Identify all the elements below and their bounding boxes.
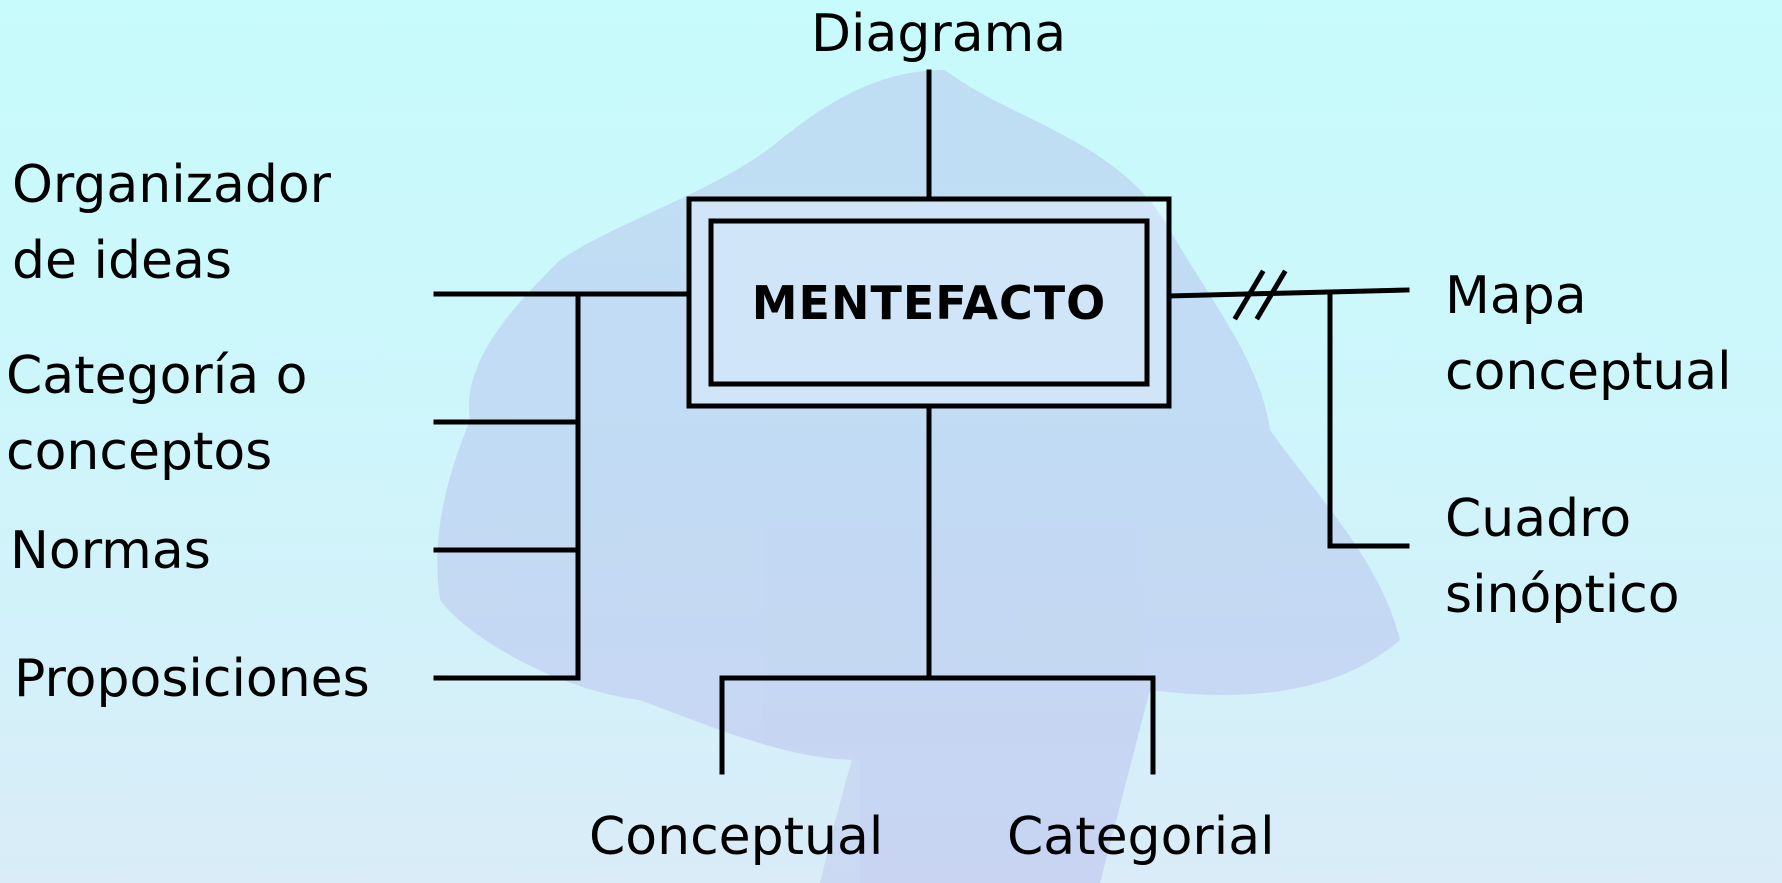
supra-label: Diagrama bbox=[811, 4, 1067, 64]
central-box-inner bbox=[708, 218, 1150, 387]
infra-label-conceptual: Conceptual bbox=[589, 807, 884, 867]
exclusion-slash-2 bbox=[1254, 269, 1288, 321]
tree-watermark bbox=[437, 70, 1400, 883]
exclusion-connector bbox=[1166, 287, 1410, 299]
exclusion-label-mapa-line2: conceptual bbox=[1445, 342, 1732, 402]
iso-label-proposiciones: Proposiciones bbox=[14, 649, 370, 709]
central-box-outer bbox=[686, 196, 1172, 409]
exclusion-label-mapa-line1: Mapa bbox=[1445, 266, 1587, 326]
iso-label-organizador-line2: de ideas bbox=[12, 231, 232, 291]
exclusion-label-cuadro-line2: sinóptico bbox=[1445, 565, 1680, 625]
iso-label-organizador-line1: Organizador bbox=[12, 155, 332, 215]
exclusion-slash-1 bbox=[1232, 269, 1266, 321]
infra-label-categorial: Categorial bbox=[1007, 807, 1275, 867]
exclusion-label-cuadro-line1: Cuadro bbox=[1445, 489, 1632, 549]
iso-label-categoria-line1: Categoría o bbox=[6, 346, 308, 406]
iso-label-normas: Normas bbox=[10, 521, 211, 581]
iso-label-categoria-line2: conceptos bbox=[6, 422, 273, 482]
central-concept: MENTEFACTO bbox=[751, 275, 1107, 330]
